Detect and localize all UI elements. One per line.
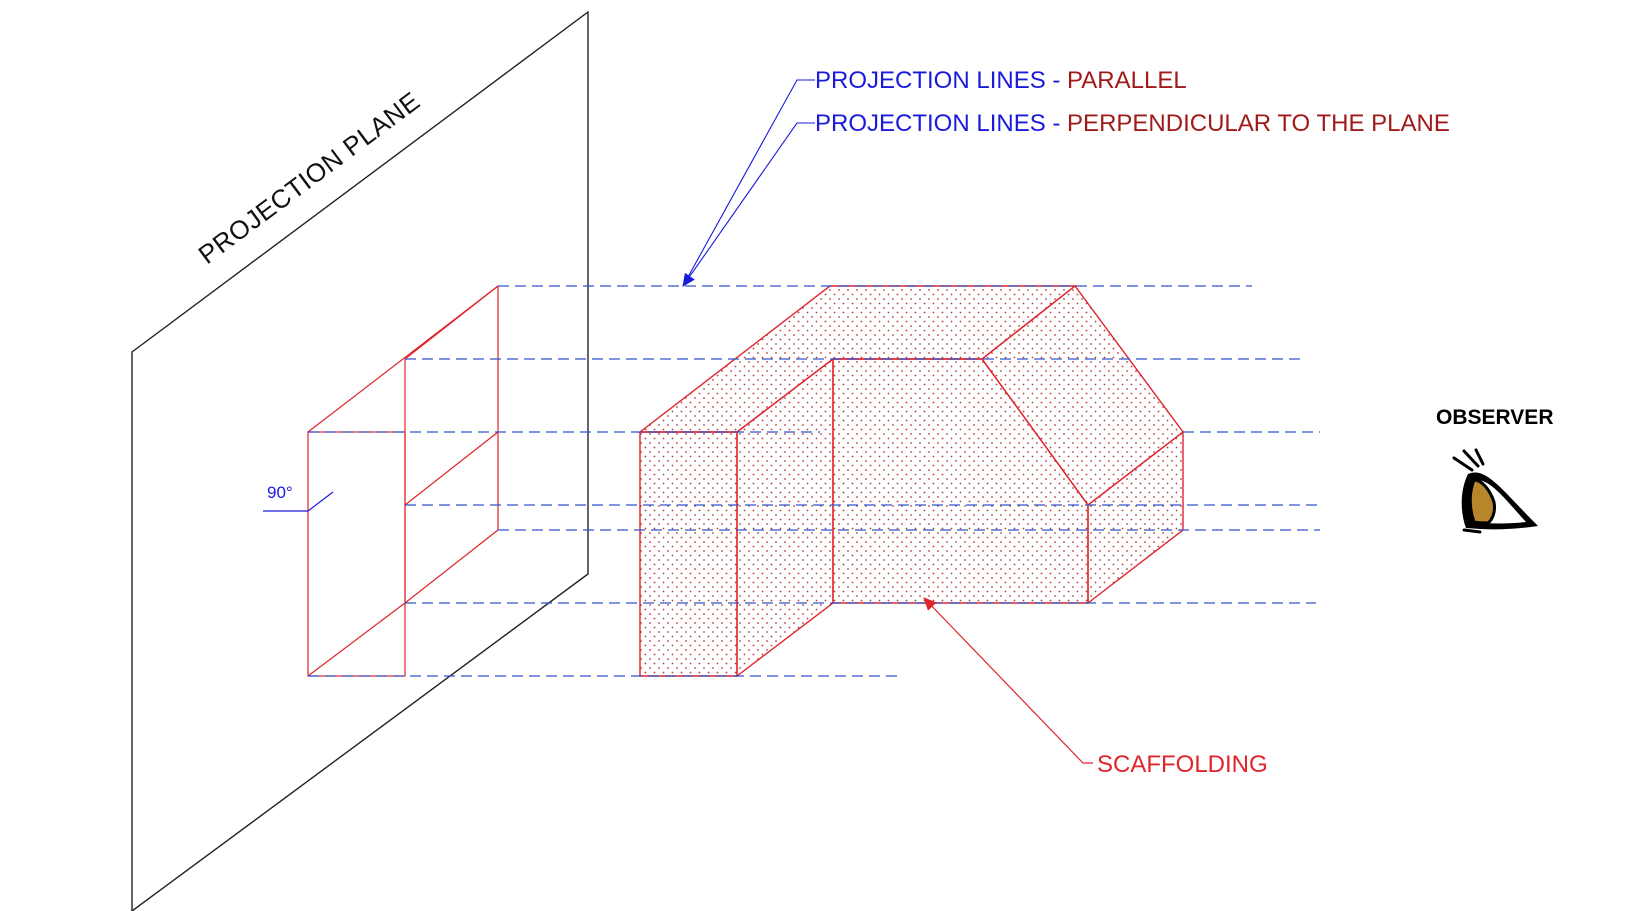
scaffolding-leader [923,597,1093,764]
projected-view [307,285,499,677]
observer-label: OBSERVER [1436,406,1553,429]
right-angle-marker [263,491,334,512]
eye-icon [1452,448,1538,534]
scaffolding-object [637,285,1184,678]
legend-leader [682,79,815,287]
legend-line-1: PROJECTION LINES - PARALLEL [815,67,1187,94]
angle-label: 90° [267,483,293,502]
projection-plane-label: PROJECTION PLANE [193,86,426,270]
object-left-front-face [639,431,738,677]
projection-plane [131,10,589,911]
scaffolding-label: SCAFFOLDING [1097,751,1268,778]
legend-line-2: PROJECTION LINES - PERPENDICULAR TO THE … [815,110,1450,137]
projection-lines [308,285,1320,677]
